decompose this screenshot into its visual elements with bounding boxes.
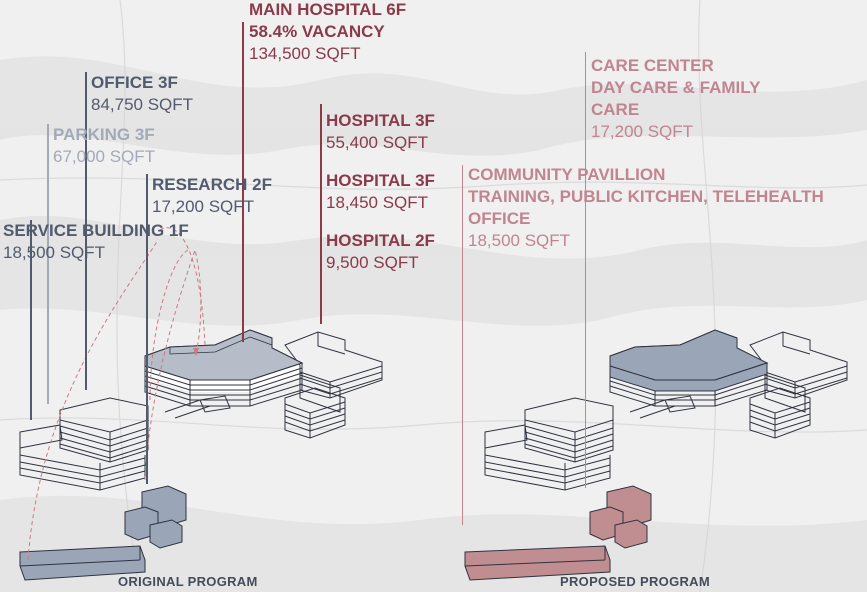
label-office: OFFICE 3F 84,750 SQFT	[91, 72, 193, 116]
parking-area: 67,000 SQFT	[53, 147, 156, 166]
care-center-area: 17,200 SQFT	[591, 122, 694, 141]
caption-proposed: PROPOSED PROGRAM	[560, 574, 710, 589]
leader-service	[30, 220, 32, 420]
leader-research	[146, 174, 148, 484]
main-hospital-vacancy: 58.4% VACANCY	[249, 22, 385, 41]
leader-community	[462, 165, 463, 525]
office-title: OFFICE 3F	[91, 73, 178, 92]
community-line3: OFFICE	[468, 209, 531, 228]
hospital-3f-a-area: 55,400 SQFT	[326, 133, 429, 152]
hospital-3f-a-title: HOSPITAL 3F	[326, 111, 435, 130]
hospital-2f-title: HOSPITAL 2F	[326, 231, 435, 250]
leader-main-hospital	[242, 22, 244, 342]
leader-parking	[47, 124, 49, 404]
hospital-3f-b-area: 18,450 SQFT	[326, 193, 429, 212]
label-care-center: CARE CENTER DAY CARE & FAMILY CARE 17,20…	[591, 55, 760, 143]
community-area: 18,500 SQFT	[468, 231, 571, 250]
label-hospital-2f: HOSPITAL 2F 9,500 SQFT	[326, 230, 435, 274]
leader-care-center	[585, 52, 586, 488]
main-hospital-area: 134,500 SQFT	[249, 44, 361, 63]
leader-office	[85, 72, 87, 390]
label-service: SERVICE BUILDING 1F 18,500 SQFT	[3, 220, 189, 264]
office-area: 84,750 SQFT	[91, 95, 194, 114]
research-area: 17,200 SQFT	[152, 197, 255, 216]
label-main-hospital: MAIN HOSPITAL 6F 58.4% VACANCY 134,500 S…	[249, 0, 406, 65]
label-hospital-3f-a: HOSPITAL 3F 55,400 SQFT	[326, 110, 435, 154]
service-area: 18,500 SQFT	[3, 243, 106, 262]
proposed-site	[464, 329, 848, 581]
label-community: COMMUNITY PAVILLION TRAINING, PUBLIC KIT…	[468, 164, 824, 252]
care-center-line1: CARE CENTER	[591, 56, 714, 75]
main-hospital-title: MAIN HOSPITAL 6F	[249, 0, 407, 19]
caption-original: ORIGINAL PROGRAM	[118, 574, 258, 589]
original-site	[19, 227, 383, 581]
care-center-line3: CARE	[591, 100, 640, 119]
research-title: RESEARCH 2F	[152, 175, 272, 194]
label-research: RESEARCH 2F 17,200 SQFT	[152, 174, 272, 218]
hospital-3f-b-title: HOSPITAL 3F	[326, 171, 435, 190]
care-center-line2: DAY CARE & FAMILY	[591, 78, 761, 97]
community-line1: COMMUNITY PAVILLION	[468, 165, 666, 184]
label-parking: PARKING 3F 67,000 SQFT	[53, 124, 155, 168]
service-title: SERVICE BUILDING 1F	[3, 221, 189, 240]
hospital-2f-area: 9,500 SQFT	[326, 253, 419, 272]
community-line2: TRAINING, PUBLIC KITCHEN, TELEHEALTH	[468, 187, 824, 206]
leader-hospital	[320, 104, 322, 324]
label-hospital-3f-b: HOSPITAL 3F 18,450 SQFT	[326, 170, 435, 214]
parking-title: PARKING 3F	[53, 125, 155, 144]
